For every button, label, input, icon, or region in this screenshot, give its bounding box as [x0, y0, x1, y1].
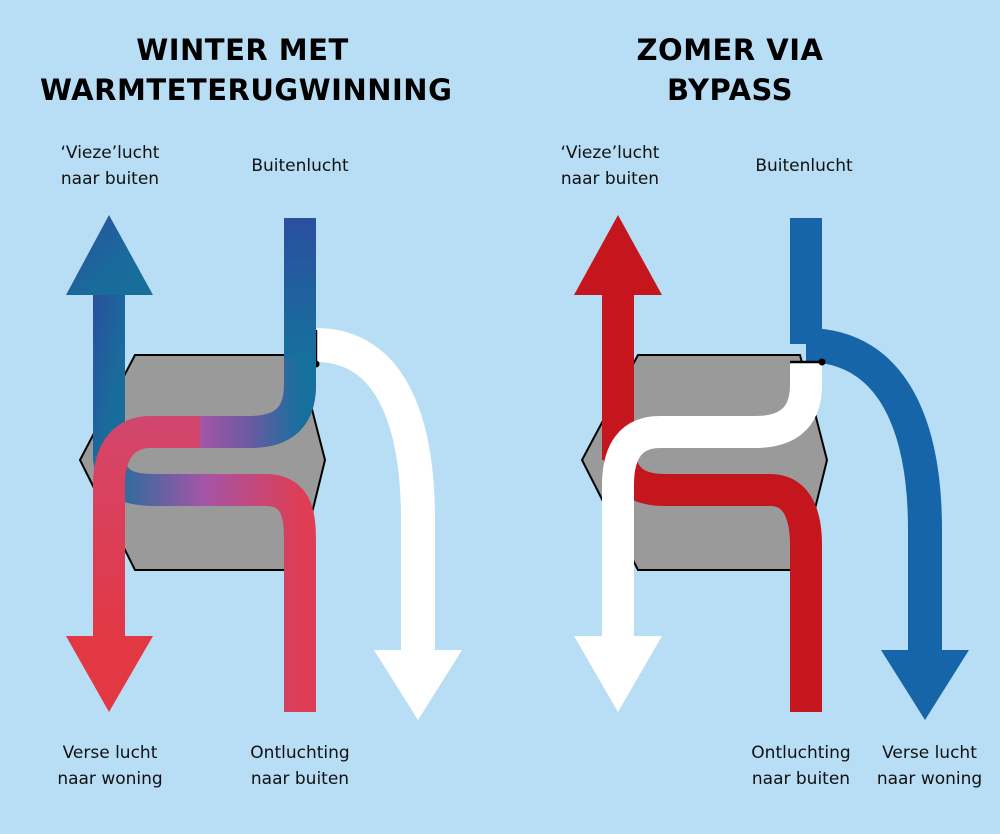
winter-title-line1: WINTER MET — [136, 33, 349, 67]
winter-label-fresh-air-line1: Verse lucht — [62, 743, 158, 763]
summer-label-outside-air: Buitenlucht — [755, 156, 853, 176]
extract-air-flow — [93, 453, 316, 712]
summer-label-fresh-air-line1: Verse lucht — [882, 743, 977, 763]
summer-title: ZOMER VIA BYPASS — [600, 30, 860, 110]
summer-diagram — [574, 215, 969, 720]
fresh-air-arrowhead — [66, 636, 153, 712]
summer-label-extract-line2: naar buiten — [751, 769, 851, 789]
winter-diagram — [66, 215, 462, 720]
exhaust-air-arrowhead-summer — [574, 215, 662, 295]
summer-label-extract-line1: Ontluchting — [751, 743, 851, 763]
summer-title-line2: BYPASS — [666, 73, 794, 107]
winter-label-exhaust-line2: naar buiten — [60, 169, 160, 189]
summer-label-fresh-air-line2: naar woning — [876, 769, 983, 789]
summer-label-exhaust: ‘Vieze’lucht naar buiten — [540, 140, 680, 192]
outside-air-inlet — [200, 218, 316, 448]
winter-label-extract-line1: Ontluchting — [250, 743, 350, 763]
summer-label-exhaust-line2: naar buiten — [560, 169, 660, 189]
winter-title-line2: WARMTETERUGWINNING — [40, 73, 453, 107]
outside-air-top — [284, 218, 316, 358]
winter-label-extract-line2: naar buiten — [250, 769, 350, 789]
crossing-flow-white — [602, 362, 822, 640]
bypass-flow-white — [315, 328, 435, 655]
extract-air-flow-summer — [602, 439, 822, 712]
bypass-arrowhead-blue — [881, 650, 969, 720]
winter-label-outside-air: Buitenlucht — [251, 156, 349, 176]
summer-label-fresh-air: Verse lucht naar woning — [862, 740, 997, 792]
bypass-arrowhead-white — [374, 650, 462, 720]
winter-title: WINTER MET WARMTETERUGWINNING — [40, 30, 453, 110]
summer-title-line1: ZOMER VIA — [636, 33, 824, 67]
bypass-flow-blue — [805, 328, 942, 655]
winter-label-exhaust-line1: ‘Vieze’lucht — [60, 143, 160, 163]
winter-label-exhaust: ‘Vieze’lucht naar buiten — [40, 140, 180, 192]
exhaust-air-arrowhead — [66, 215, 153, 295]
crossing-arrowhead-white — [574, 636, 662, 712]
damper-pivot-summer — [818, 358, 826, 366]
summer-label-exhaust-line1: ‘Vieze’lucht — [560, 143, 660, 163]
winter-label-fresh-air: Verse lucht naar woning — [40, 740, 180, 792]
summer-label-extract: Ontluchting naar buiten — [726, 740, 876, 792]
winter-label-extract: Ontluchting naar buiten — [225, 740, 375, 792]
outside-air-top-summer — [790, 218, 822, 344]
winter-label-fresh-air-line2: naar woning — [57, 769, 163, 789]
